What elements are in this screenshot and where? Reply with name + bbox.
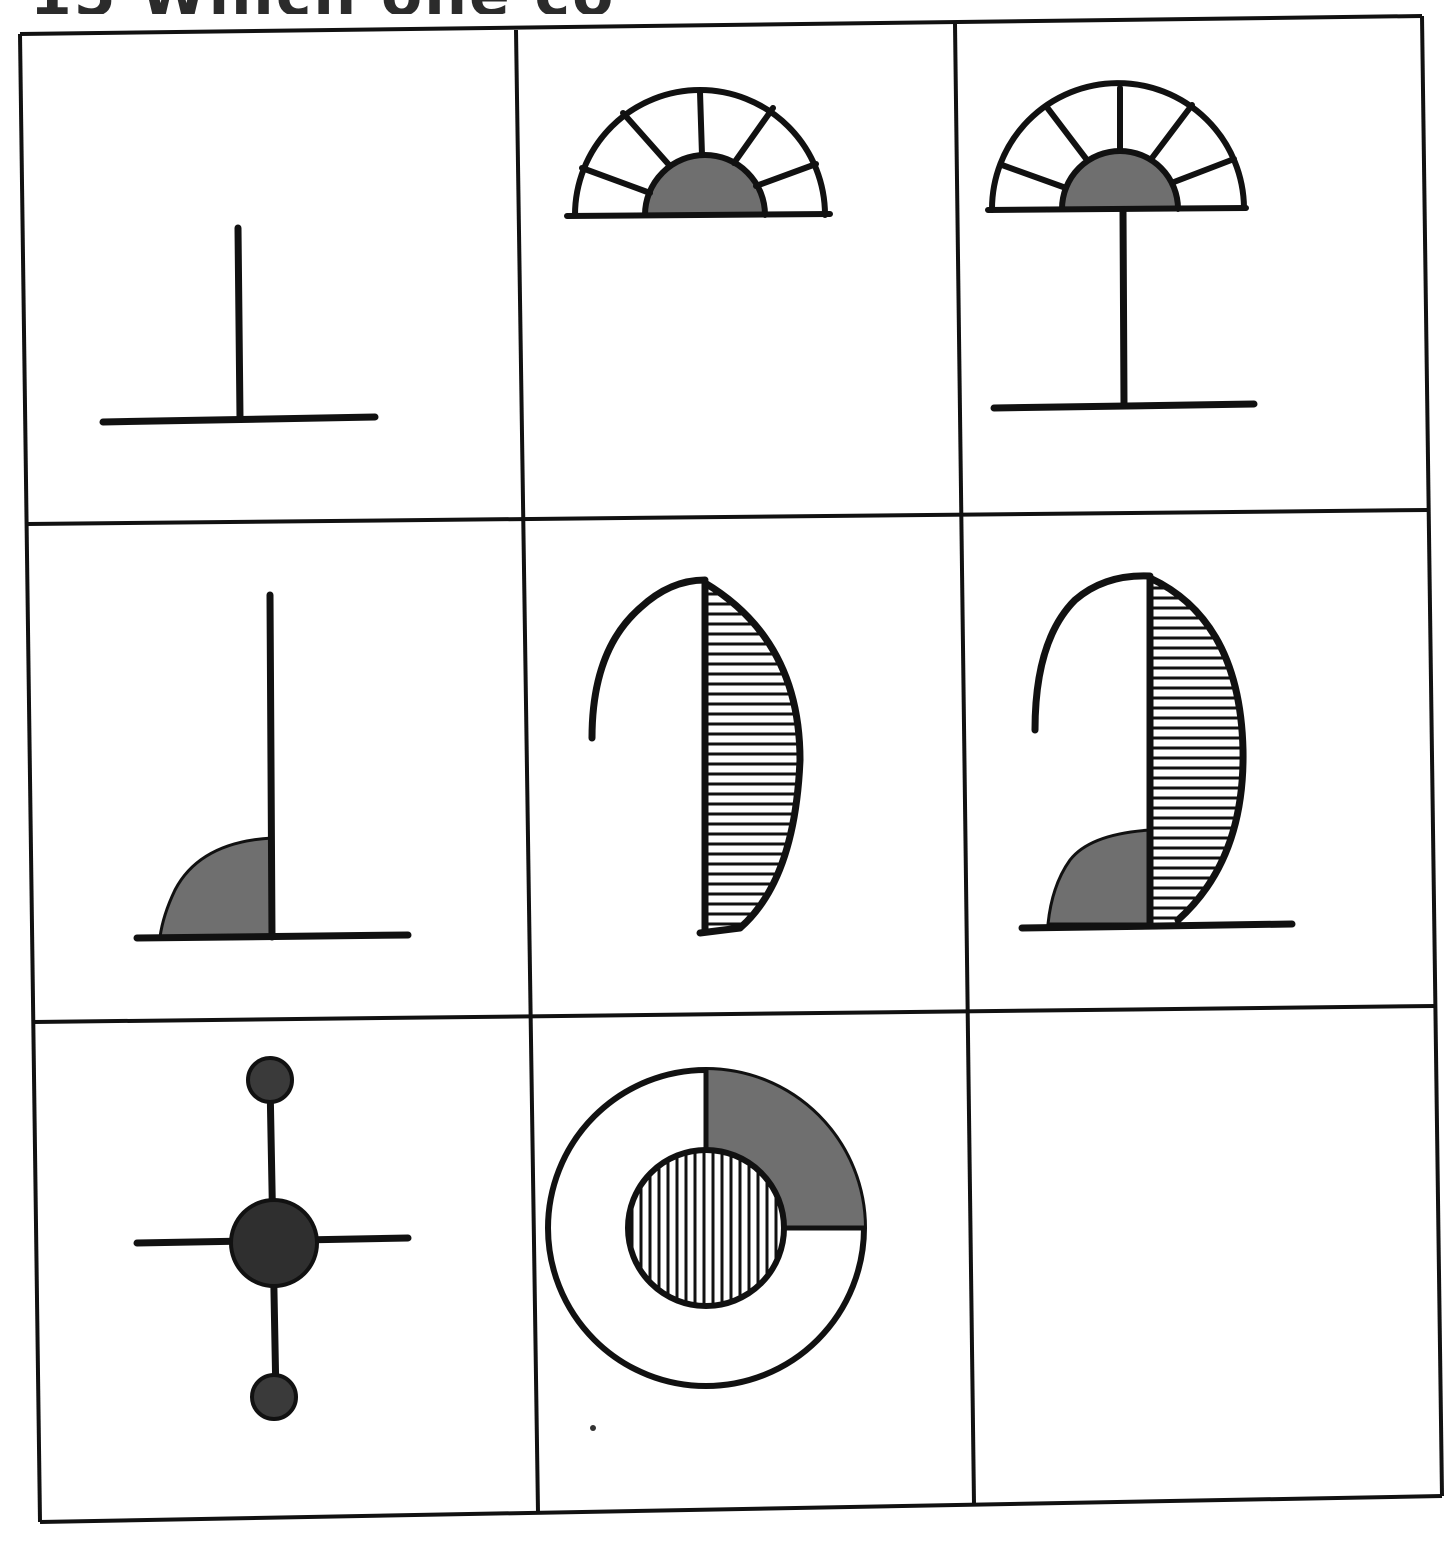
grid-col-divider-2 <box>953 23 976 1505</box>
question-header-text: 15 Which one co <box>30 0 615 14</box>
grid-row-divider-1 <box>26 508 1429 526</box>
grid-border-right <box>1420 15 1444 1497</box>
figure-inverted-t <box>99 224 379 426</box>
speck-dot <box>590 1425 596 1431</box>
figure-arc-with-striped-lens <box>588 576 804 937</box>
grid-border-left <box>18 33 42 1523</box>
question-number: 15 <box>30 0 118 14</box>
figure-half-sun-on-t <box>985 80 1258 412</box>
figure-ring-with-quadrant <box>545 1067 867 1431</box>
question-header: 15 Which one co <box>0 0 1452 14</box>
grid-border-top <box>19 14 1423 36</box>
grid-lines <box>18 14 1444 1524</box>
figure-half-sun <box>564 87 833 219</box>
empty-answer-cell <box>980 1020 1420 1490</box>
figure-lens-with-shaded-quarter <box>1018 572 1296 932</box>
figure-t-with-shaded-quarter <box>133 591 412 942</box>
figure-cross-with-dots <box>133 1056 412 1421</box>
grid-row-divider-2 <box>33 1004 1436 1024</box>
grid-border-bottom <box>39 1494 1443 1524</box>
question-text: Which one co <box>140 0 615 14</box>
grid-col-divider-1 <box>514 29 540 1513</box>
